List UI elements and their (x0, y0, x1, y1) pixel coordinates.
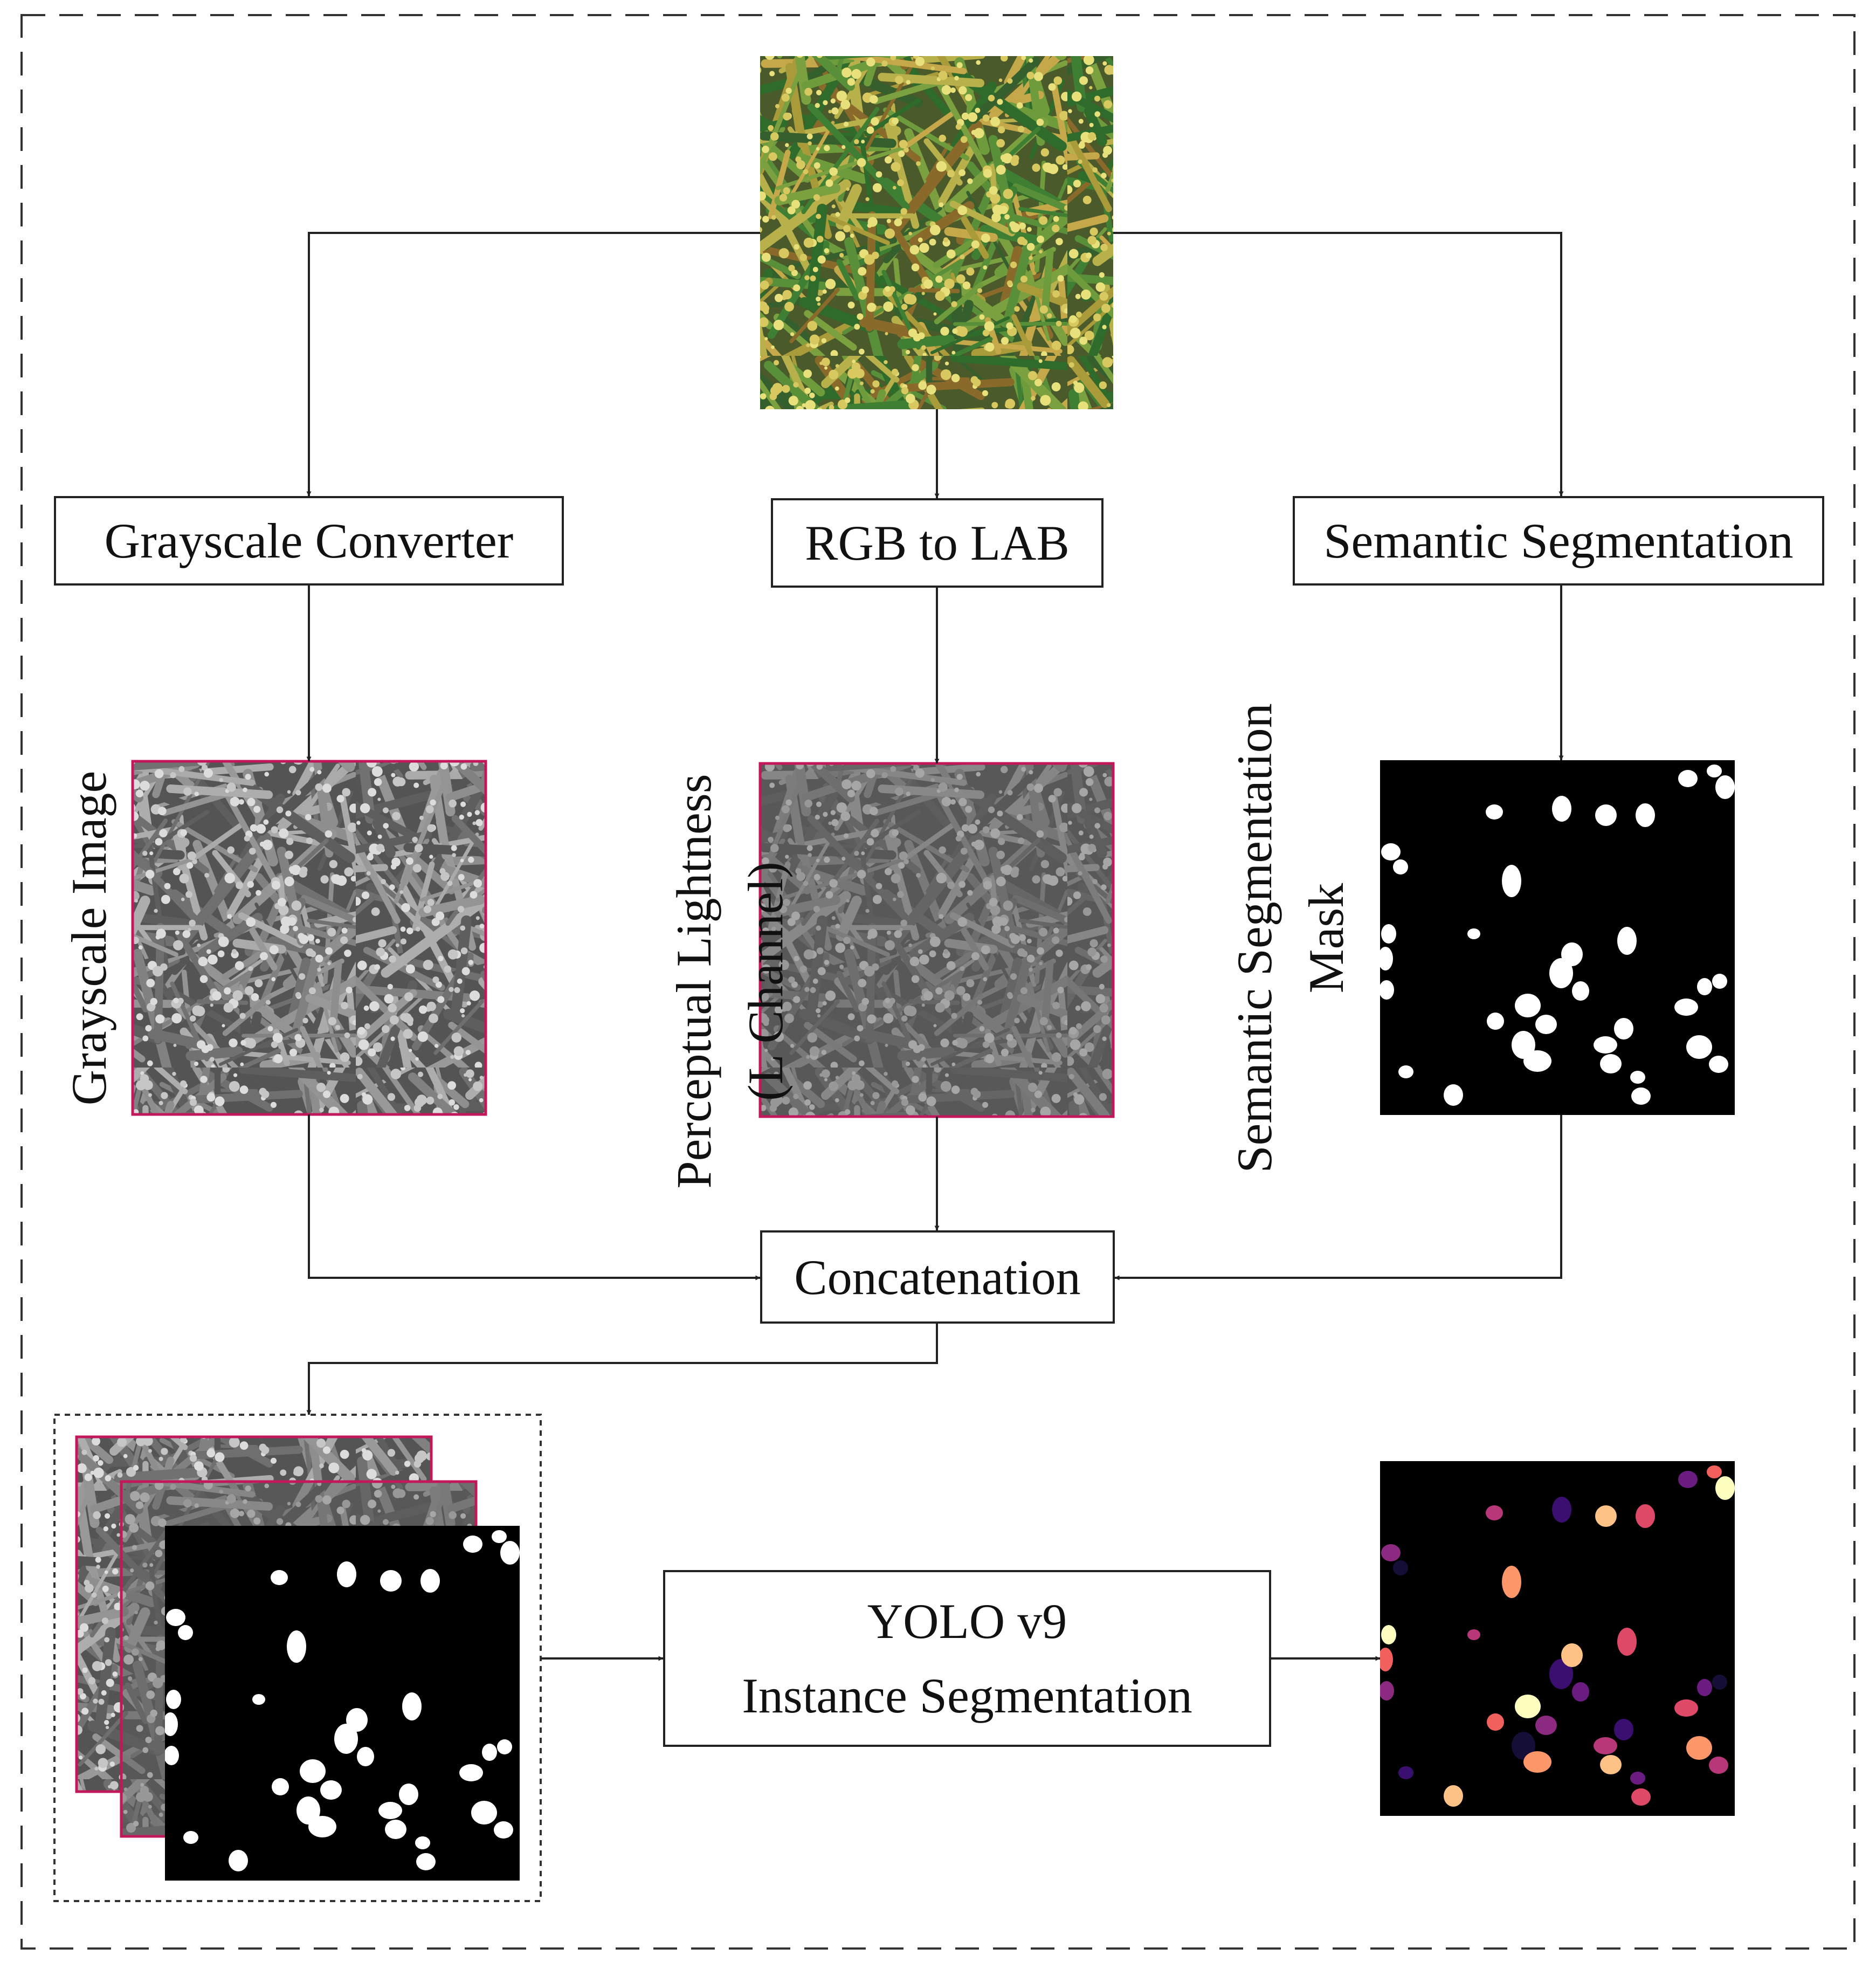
semantic-mask-caption-line2: Mask (1299, 883, 1354, 994)
arrow-concat-to-stack (306, 1324, 938, 1415)
grayscale-image (131, 760, 487, 1116)
arrow-input-to-grayscale (306, 232, 760, 497)
grayscale-converter-label: Grayscale Converter (104, 513, 514, 568)
arrow-input-to-semantic (1113, 232, 1564, 497)
semantic-mask-caption: Semantic Segmentation Mask (1220, 669, 1361, 1208)
grayscale-image-caption: Grayscale Image (57, 760, 122, 1116)
semantic-mask-caption-line1: Semantic Segmentation (1226, 703, 1282, 1173)
semantic-mask-image (1380, 760, 1735, 1115)
yolo-label: YOLO v9 (867, 1594, 1067, 1649)
rgb-to-lab-label: RGB to LAB (805, 515, 1070, 570)
yolo-instance-segmentation-box: YOLO v9 Instance Segmentation (663, 1570, 1271, 1747)
grayscale-image-caption-text: Grayscale Image (61, 770, 117, 1106)
perceptual-lightness-caption: Perceptual Lightness (L Channel) (660, 739, 800, 1224)
grayscale-converter-box: Grayscale Converter (54, 496, 564, 586)
stack-layer-mask (165, 1526, 520, 1881)
semantic-segmentation-label: Semantic Segmentation (1323, 513, 1794, 568)
semantic-segmentation-box: Semantic Segmentation (1293, 496, 1824, 586)
concatenation-box: Concatenation (760, 1230, 1115, 1324)
l-channel-image (758, 762, 1115, 1118)
input-rgb-image (760, 56, 1113, 409)
perceptual-lightness-text: Perceptual Lightness (666, 774, 721, 1189)
rgb-to-lab-box: RGB to LAB (771, 498, 1103, 588)
concatenation-label: Concatenation (794, 1249, 1081, 1305)
instance-segmentation-output (1380, 1461, 1735, 1816)
l-channel-text: (L Channel) (738, 862, 793, 1101)
outer-dashed-frame (20, 14, 1856, 1950)
arrow-mask-to-concat (1114, 1115, 1562, 1280)
arrow-grayscale-to-concat (308, 1114, 761, 1280)
instance-segmentation-label: Instance Segmentation (742, 1668, 1192, 1723)
